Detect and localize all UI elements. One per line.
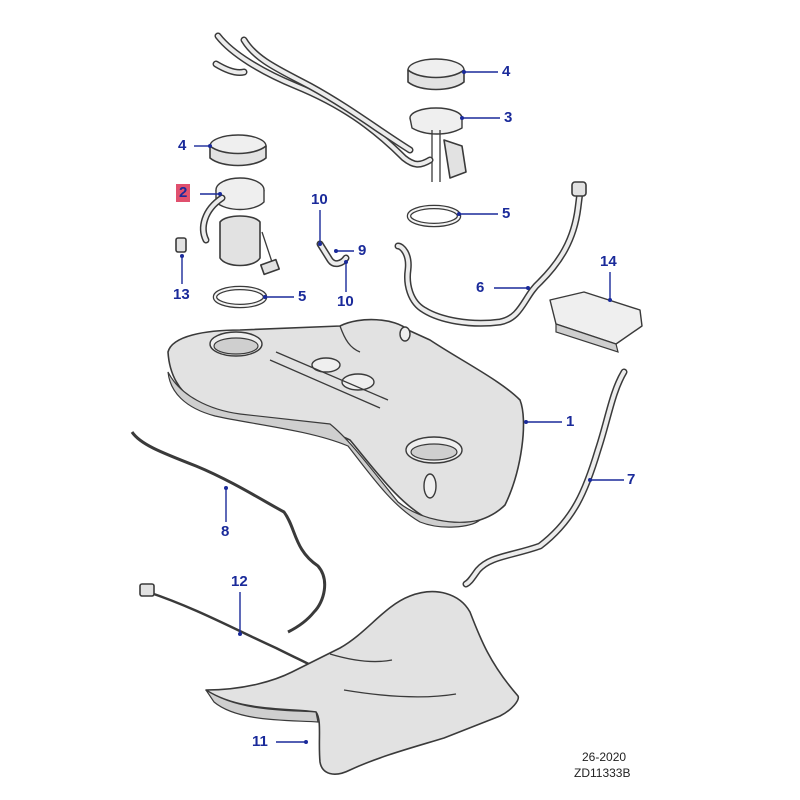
fuel-line-right — [462, 368, 628, 588]
callout-5-lower: 5 — [298, 288, 307, 305]
pressure-sensor — [175, 237, 187, 253]
callout-11: 11 — [252, 733, 268, 750]
fuel-pump-module — [199, 177, 281, 276]
lock-ring-right — [407, 58, 465, 91]
callout-2-highlighted: 2 — [176, 184, 191, 202]
callout-6: 6 — [476, 279, 485, 296]
callout-7: 7 — [627, 471, 636, 488]
canister-cover — [549, 291, 643, 353]
footer-date-code: 26-2020 — [582, 750, 627, 764]
fuel-line-left — [130, 431, 327, 634]
callout-4-right: 4 — [502, 63, 511, 80]
callout-13: 13 — [173, 286, 190, 303]
callout-3: 3 — [504, 109, 513, 126]
heat-shield — [205, 590, 520, 775]
callout-4-left: 4 — [178, 137, 187, 154]
seal-upper — [406, 204, 462, 228]
callout-8: 8 — [221, 523, 230, 540]
callout-10-upper: 10 — [311, 191, 328, 208]
vent-hose — [394, 181, 587, 327]
callout-5-upper: 5 — [502, 205, 511, 222]
fuel-tank — [167, 318, 525, 528]
callout-12: 12 — [231, 573, 248, 590]
callout-1: 1 — [566, 413, 575, 430]
callout-14: 14 — [600, 253, 617, 270]
fuel-sender-unit — [409, 107, 467, 182]
seal-lower — [212, 285, 268, 309]
leader-lines — [180, 70, 624, 744]
lock-ring-left — [209, 134, 267, 167]
upper-fuel-lines — [212, 32, 434, 168]
footer-drawing-id: ZD11333B — [574, 766, 631, 780]
callout-9: 9 — [358, 242, 367, 259]
connector-hose — [316, 240, 350, 268]
callout-10-lower: 10 — [337, 293, 354, 310]
